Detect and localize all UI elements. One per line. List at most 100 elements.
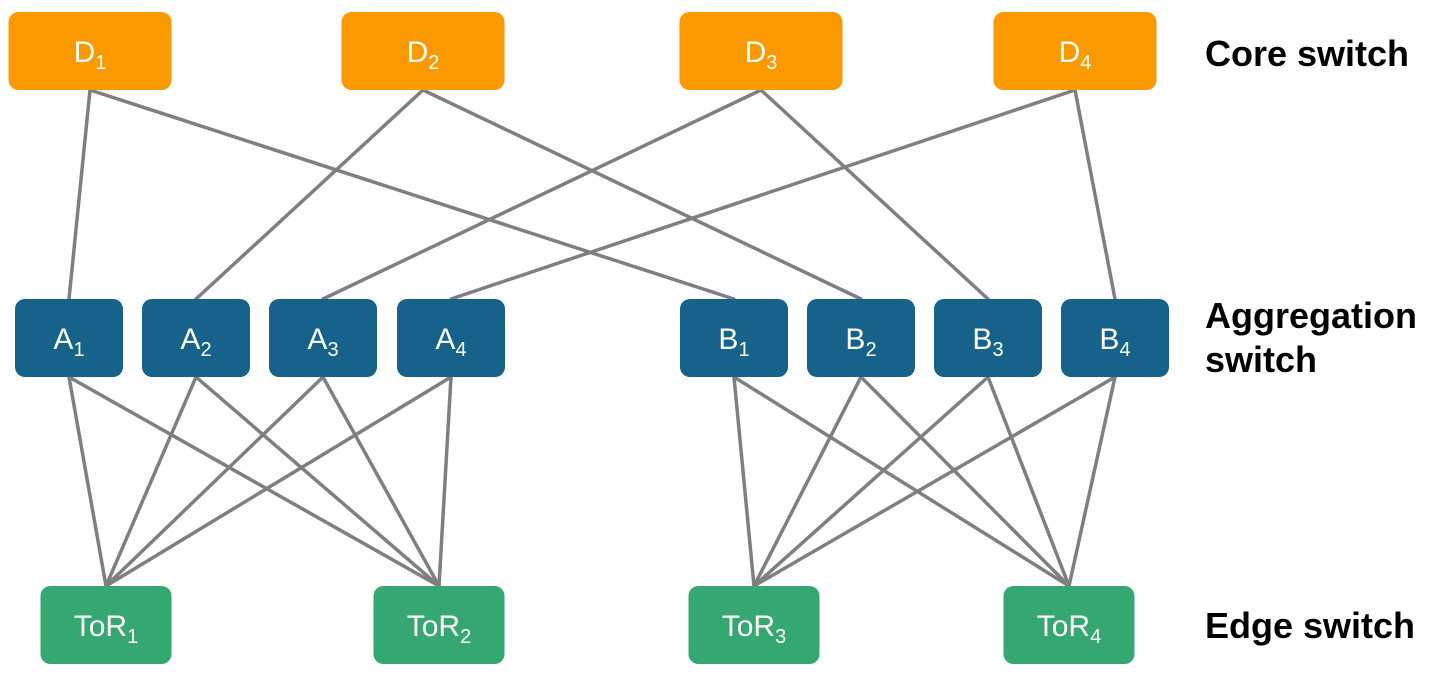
node-tor1-box xyxy=(40,586,172,664)
edge-layer-label: Edge switch xyxy=(1205,605,1415,646)
link-d1-a1 xyxy=(67,88,92,301)
link-d2-b2 xyxy=(421,88,863,301)
node-b4: B4 xyxy=(1061,299,1169,377)
node-b4-label: B4 xyxy=(1099,323,1130,361)
core-layer-label: Core switch xyxy=(1205,33,1409,74)
node-a1-label: A1 xyxy=(53,323,84,361)
node-a2: A2 xyxy=(142,299,250,377)
node-tor2: ToR2 xyxy=(373,586,505,664)
node-label-base: B xyxy=(718,323,738,356)
node-b3-label: B3 xyxy=(972,323,1003,361)
node-b1: B1 xyxy=(680,299,788,377)
node-d3-box xyxy=(679,12,843,90)
node-label-subscript: 4 xyxy=(1119,339,1130,361)
node-label-subscript: 3 xyxy=(766,52,777,74)
node-label-subscript: 3 xyxy=(327,339,338,361)
node-a3: A3 xyxy=(269,299,377,377)
link-d3-b3 xyxy=(759,88,990,301)
node-d1: D1 xyxy=(8,12,172,90)
node-a3-box xyxy=(269,299,377,377)
node-a4-label: A4 xyxy=(435,323,466,361)
node-label-subscript: 1 xyxy=(738,339,749,361)
node-label-base: ToR xyxy=(74,610,127,643)
node-label-subscript: 1 xyxy=(95,52,106,74)
link-b1-tor3 xyxy=(732,375,756,588)
node-tor4: ToR4 xyxy=(1003,586,1135,664)
node-a2-box xyxy=(142,299,250,377)
node-d3: D3 xyxy=(679,12,843,90)
node-b1-label: B1 xyxy=(718,323,749,361)
node-label-subscript: 3 xyxy=(992,339,1003,361)
link-a3-tor1 xyxy=(104,375,325,588)
node-tor4-box xyxy=(1003,586,1135,664)
node-d2: D2 xyxy=(341,12,505,90)
link-d4-b4 xyxy=(1073,88,1117,301)
node-b2-label: B2 xyxy=(845,323,876,361)
link-a4-tor1 xyxy=(104,375,453,588)
node-d4-label: D4 xyxy=(1059,36,1092,74)
link-a2-tor1 xyxy=(104,375,198,588)
node-d1-label: D1 xyxy=(74,36,107,74)
link-a4-tor2 xyxy=(437,375,453,588)
node-d2-box xyxy=(341,12,505,90)
node-label-subscript: 4 xyxy=(455,339,466,361)
node-label-subscript: 1 xyxy=(127,626,138,648)
node-a1-box xyxy=(15,299,123,377)
link-d4-a4 xyxy=(449,88,1077,301)
node-tor3-label: ToR3 xyxy=(722,610,786,648)
layer-labels: Core switch Aggregation switch Edge swit… xyxy=(1205,33,1427,646)
node-label-base: B xyxy=(972,323,992,356)
node-label-subscript: 2 xyxy=(428,52,439,74)
link-b4-tor4 xyxy=(1067,375,1117,588)
node-d4-box xyxy=(993,12,1157,90)
node-tor2-label: ToR2 xyxy=(407,610,471,648)
node-a1: A1 xyxy=(15,299,123,377)
link-d1-b1 xyxy=(88,88,736,301)
node-d2-label: D2 xyxy=(407,36,440,74)
link-b3-tor4 xyxy=(986,375,1071,588)
node-tor4-label: ToR4 xyxy=(1037,610,1101,648)
node-label-subscript: 4 xyxy=(1080,52,1091,74)
link-d2-a2 xyxy=(194,88,425,301)
node-d4: D4 xyxy=(993,12,1157,90)
node-label-base: ToR xyxy=(407,610,460,643)
node-label-base: A xyxy=(180,323,200,356)
link-a3-tor2 xyxy=(321,375,441,588)
node-label-subscript: 2 xyxy=(865,339,876,361)
node-a4: A4 xyxy=(397,299,505,377)
node-label-base: A xyxy=(53,323,73,356)
node-label-subscript: 2 xyxy=(200,339,211,361)
node-a2-label: A2 xyxy=(180,323,211,361)
node-label-base: D xyxy=(407,36,429,69)
node-b2: B2 xyxy=(807,299,915,377)
node-label-base: D xyxy=(745,36,767,69)
node-label-subscript: 2 xyxy=(460,626,471,648)
node-a3-label: A3 xyxy=(307,323,338,361)
link-b2-tor4 xyxy=(859,375,1071,588)
aggregation-layer-label: Aggregation switch xyxy=(1205,295,1427,380)
node-label-subscript: 3 xyxy=(775,626,786,648)
node-label-base: ToR xyxy=(1037,610,1090,643)
link-a1-tor2 xyxy=(67,375,441,588)
node-tor1-label: ToR1 xyxy=(74,610,138,648)
node-tor3-box xyxy=(688,586,820,664)
node-b3-box xyxy=(934,299,1042,377)
link-b3-tor3 xyxy=(752,375,990,588)
node-label-base: ToR xyxy=(722,610,775,643)
node-b2-box xyxy=(807,299,915,377)
node-a4-box xyxy=(397,299,505,377)
node-label-base: A xyxy=(435,323,455,356)
link-b1-tor4 xyxy=(732,375,1071,588)
node-tor2-box xyxy=(373,586,505,664)
aggregation-layer-label-line2: switch xyxy=(1205,339,1317,380)
node-label-subscript: 1 xyxy=(73,339,84,361)
node-label-base: D xyxy=(1059,36,1081,69)
node-label-base: B xyxy=(845,323,865,356)
links-layer xyxy=(67,88,1117,588)
link-b4-tor3 xyxy=(752,375,1117,588)
link-b2-tor3 xyxy=(752,375,863,588)
node-label-base: A xyxy=(307,323,327,356)
aggregation-layer-label-line1: Aggregation xyxy=(1205,295,1417,336)
